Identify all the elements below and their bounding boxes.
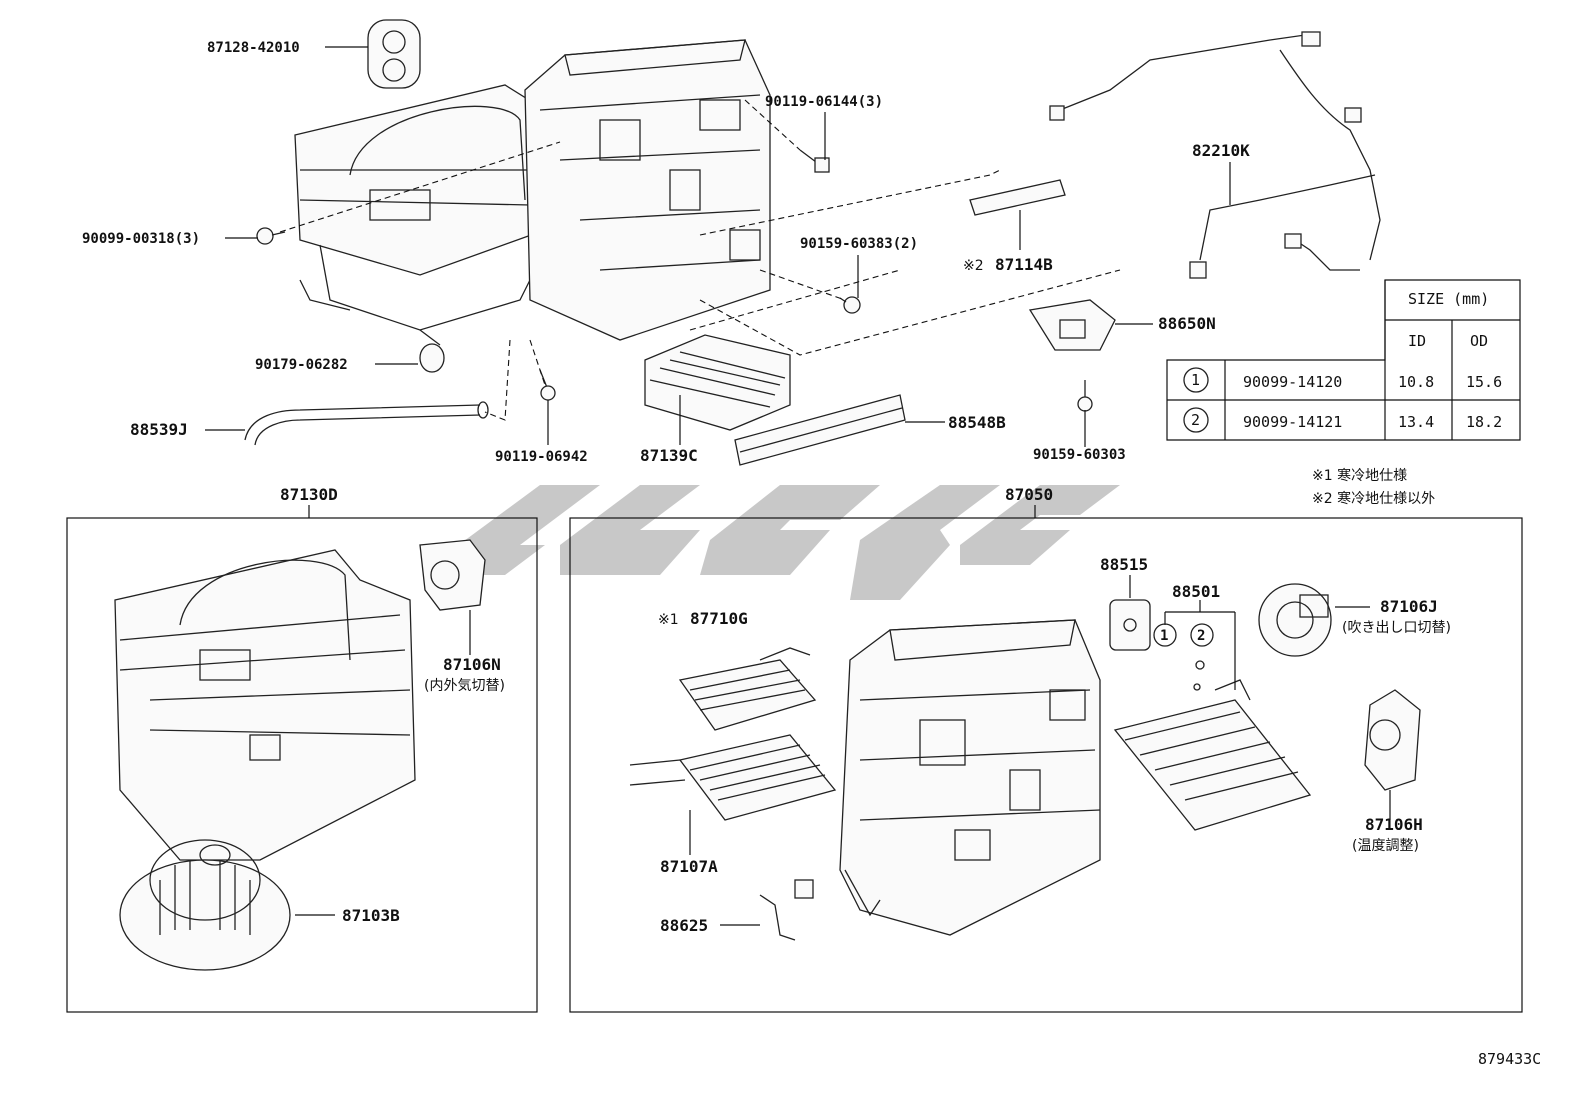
- note-87106N: (内外気切替): [424, 678, 505, 694]
- blower-motor-87103B: [119, 839, 291, 971]
- label-87139C: 87139C: [640, 446, 698, 465]
- air-filter-part: [644, 334, 791, 431]
- label-88625: 88625: [660, 916, 708, 935]
- circle-marker-2: [1190, 623, 1214, 647]
- table-title: SIZE (mm): [1408, 290, 1489, 308]
- note-87106J: (吹き出し口切替): [1342, 620, 1451, 636]
- bolt-90159-60303: [1077, 380, 1093, 412]
- label-90099-00318: 90099-00318(3): [82, 231, 200, 247]
- assembly-line: [689, 269, 901, 331]
- label-87106J: 87106J: [1380, 597, 1438, 616]
- table-row1-id: 10.8: [1398, 373, 1434, 391]
- bolt-90099-00318: [256, 227, 286, 245]
- label-87103B: 87103B: [342, 906, 400, 925]
- label-88539J: 88539J: [130, 420, 188, 439]
- mark-87710G: ※1: [658, 612, 679, 628]
- label-87106H: 87106H: [1365, 815, 1423, 834]
- table-row2-id: 13.4: [1398, 413, 1434, 431]
- heater-core-87107A: [629, 734, 837, 821]
- label-87114B: 87114B: [995, 255, 1053, 274]
- assembly-line: [759, 269, 846, 301]
- wire-harness-part: [1049, 31, 1381, 279]
- mark-87114B: ※2: [963, 258, 984, 274]
- circle-label-2: 2: [1197, 628, 1205, 644]
- duct-piece-87114B: [969, 179, 1066, 216]
- heater-case-87050: [839, 619, 1101, 936]
- bolt-90159-60383: [839, 296, 861, 314]
- drain-hose-part: [244, 401, 489, 446]
- air-filter-tray-part: [734, 394, 906, 466]
- label-88501: 88501: [1172, 582, 1220, 601]
- watermark-logo: [445, 485, 1120, 600]
- heater-87710G: [678, 647, 817, 731]
- note-2: ※2 寒冷地仕様以外: [1312, 490, 1435, 507]
- bolt-90119-06942: [539, 369, 556, 401]
- table-col-id: ID: [1408, 332, 1426, 350]
- label-87130D: 87130D: [280, 485, 338, 504]
- size-table: [1166, 279, 1521, 441]
- label-90159-60383: 90159-60383(2): [800, 236, 918, 252]
- sub-assembly-box-87050: [569, 517, 1523, 1013]
- assembly-line: [279, 141, 561, 233]
- label-90159-60303: 90159-60303: [1033, 447, 1126, 463]
- actuator-87106N: [419, 539, 486, 611]
- heater-unit-top: [524, 39, 771, 341]
- label-87107A: 87107A: [660, 857, 718, 876]
- label-87106N: 87106N: [443, 655, 501, 674]
- assembly-line: [699, 169, 1001, 236]
- table-row2-mark: 2: [1191, 411, 1200, 429]
- label-88650N: 88650N: [1158, 314, 1216, 333]
- label-87050: 87050: [1005, 485, 1053, 504]
- table-row1-mark: 1: [1191, 371, 1200, 389]
- label-90119-06144: 90119-06144(3): [765, 94, 883, 110]
- label-88548B: 88548B: [948, 413, 1006, 432]
- sensor-88625: [759, 879, 814, 941]
- evaporator-88501: [1113, 679, 1312, 831]
- sensor-88650N: [1028, 299, 1116, 351]
- assembly-line: [744, 99, 801, 151]
- assembly-line: [699, 269, 1121, 356]
- label-82210K: 82210K: [1192, 141, 1250, 160]
- table-row1-part: 90099-14120: [1243, 373, 1342, 391]
- sub-assembly-box-87130D: [66, 517, 538, 1013]
- table-col-od: OD: [1470, 332, 1488, 350]
- blower-housing-top: [294, 84, 546, 346]
- table-row2-part: 90099-14121: [1243, 413, 1342, 431]
- diagram-code: 879433C: [1478, 1050, 1541, 1068]
- grommet-90179: [419, 343, 445, 373]
- circle-marker-1: [1153, 623, 1177, 647]
- label-90119-06942: 90119-06942: [495, 449, 588, 465]
- table-circle-2: [1183, 407, 1209, 433]
- circle-label-1: 1: [1160, 628, 1168, 644]
- label-87710G: 87710G: [690, 609, 748, 628]
- blower-case-87130D: [114, 549, 416, 861]
- expansion-valve-88515: [1109, 599, 1151, 651]
- assembly-line: [484, 339, 511, 421]
- assembly-line: [529, 339, 546, 386]
- label-87128-42010: 87128-42010: [207, 40, 300, 56]
- grommet-part: [367, 19, 421, 89]
- table-row1-od: 15.6: [1466, 373, 1502, 391]
- actuator-87106J: [1258, 583, 1332, 657]
- note-87106H: (温度調整): [1352, 838, 1419, 854]
- label-90179-06282: 90179-06282: [255, 357, 348, 373]
- bolt-90119-06144: [799, 149, 830, 173]
- table-circle-1: [1183, 367, 1209, 393]
- actuator-87106H: [1364, 689, 1421, 791]
- note-1: ※1 寒冷地仕様: [1312, 467, 1407, 484]
- label-88515: 88515: [1100, 555, 1148, 574]
- table-row2-od: 18.2: [1466, 413, 1502, 431]
